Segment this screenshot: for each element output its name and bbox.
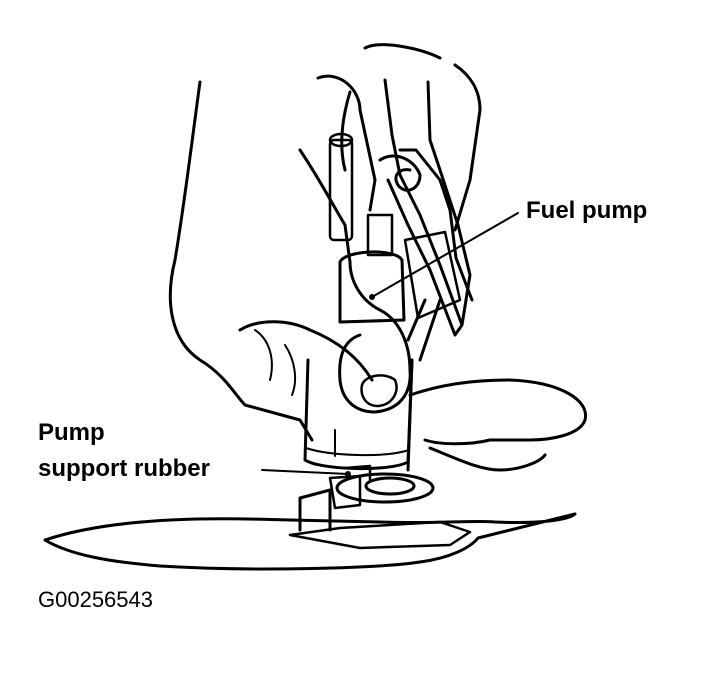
hand-wrist (363, 43, 482, 232)
pump-bracket (298, 488, 332, 532)
pump-head (338, 250, 406, 324)
support-rubber-disc (335, 472, 435, 504)
pump-body-band (305, 447, 410, 457)
support-rubber-leader (261, 469, 349, 475)
fuel-pump-label: Fuel pump (526, 197, 648, 224)
fingers-right (408, 378, 588, 472)
thumb (338, 260, 412, 414)
pump-terminal (366, 213, 394, 257)
figure-id: G00256543 (38, 587, 153, 612)
tank-bottom-outline (43, 512, 577, 571)
pump-support-rubber-label-line2: support rubber (38, 455, 210, 482)
thumbnail (360, 374, 398, 408)
pump-body (303, 358, 414, 471)
support-rubber-ring (364, 476, 416, 496)
finger-crease (254, 329, 297, 396)
support-rubber-leader-dot (345, 471, 351, 477)
fuel-pump-leader-dot (369, 294, 375, 300)
pump-support-rubber-label-line1: Pump (38, 419, 105, 446)
tank-pad-edge (288, 520, 472, 550)
fuel-pump-leader (371, 212, 519, 298)
float-arm (378, 154, 422, 192)
wire-harness (406, 298, 442, 472)
sender-plate (403, 230, 462, 320)
hand-outline (168, 74, 377, 442)
